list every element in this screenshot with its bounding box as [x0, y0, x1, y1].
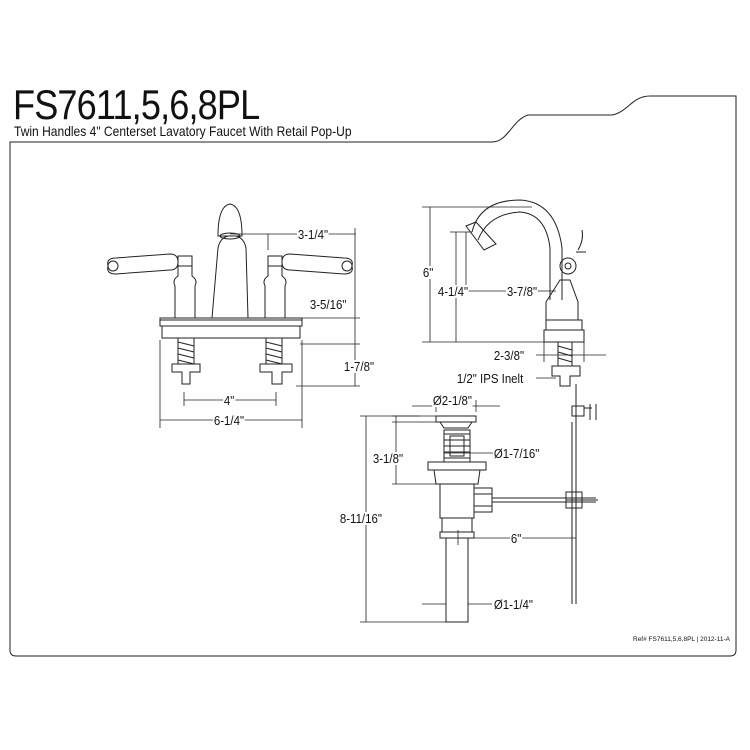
dim-side-inlet: 1/2" IPS Inelt: [456, 371, 525, 386]
dim-front-spout-offset: 3-1/4": [297, 227, 329, 242]
front-dimension-lines: [159, 228, 360, 428]
sheet-border: [9, 95, 737, 657]
model-title: FS7611,5,6,8PL: [13, 81, 260, 128]
dim-side-reach: 3-7/8": [506, 284, 538, 299]
pop-up-drain: [427, 415, 598, 623]
dim-drain-flange-dia: Ø2-1/8": [432, 393, 473, 408]
dim-front-height: 3-5/16": [309, 297, 348, 312]
dim-front-center: 4": [223, 393, 236, 408]
side-view-faucet: [465, 199, 597, 604]
dim-drain-tail-dia: Ø1-1/4": [493, 597, 534, 612]
dim-drain-rod-length: 6": [510, 531, 523, 546]
dim-side-base-depth: 2-3/8": [493, 348, 525, 363]
reference-code: Ref# FS7611,5,6,8PL | 2012-11-A: [633, 636, 730, 643]
dim-drain-body-dia: Ø1-7/16": [493, 446, 541, 461]
dim-side-spout-height: 4-1/4": [437, 284, 469, 299]
dim-front-width: 6-1/4": [213, 413, 245, 428]
front-view-faucet: [107, 203, 353, 385]
dim-drain-top-height: 3-1/8": [372, 451, 404, 466]
side-dimension-lines: [422, 206, 606, 379]
product-subtitle: Twin Handles 4" Centerset Lavatory Fauce…: [14, 123, 352, 139]
dim-front-shank: 1-7/8": [343, 359, 375, 374]
dim-drain-total-height: 8-11/16": [339, 511, 383, 526]
dim-side-total-height: 6": [422, 265, 435, 280]
